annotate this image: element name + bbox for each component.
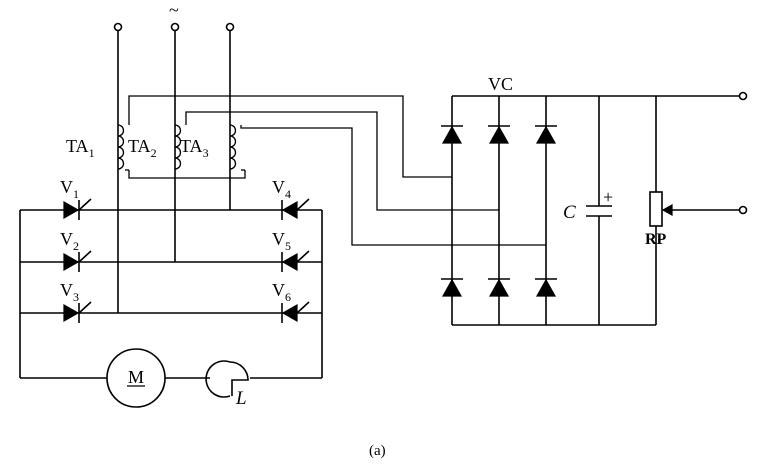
potentiometer [649,96,740,325]
diode-bottom-2 [488,278,510,297]
ta-windings [117,95,546,246]
label-v6: V6 [272,280,291,304]
thyristor-v1 [63,198,92,220]
thyristor-v2 [63,250,92,272]
thyristor-v6 [281,301,310,323]
diode-top-3 [535,125,557,144]
label-vc: VC [488,74,513,94]
diode-bottom-1 [441,278,463,297]
label-ta2: TA2 [128,136,157,160]
ac-symbol: ~ [169,0,179,20]
label-capacitor: C [563,202,576,223]
output-terminal-2 [738,205,748,215]
figure-caption: (a) [369,443,386,459]
diode-bottom-3 [535,278,557,297]
ac-supply-lines [113,22,235,313]
label-ta3: TA3 [180,136,209,160]
output-terminal-1 [738,91,748,101]
diode-top-2 [488,125,510,144]
capacitor [586,96,612,325]
capacitor-polarity: + [603,187,613,207]
thyristor-v4 [281,198,310,220]
label-v2: V2 [60,229,79,253]
diode-top-1 [441,125,463,144]
ac-terminal-1 [113,22,123,32]
label-v3: V3 [60,280,79,304]
label-v4: V4 [272,177,291,201]
thyristor-v5 [281,250,310,272]
ac-terminal-3 [225,22,235,32]
inductor [205,360,249,398]
label-v5: V5 [272,229,291,253]
label-rp: RP [645,231,667,248]
label-v1: V1 [60,177,79,201]
thyristor-bank [19,209,323,379]
inductor-label: L [235,388,247,409]
thyristor-v3 [63,301,92,323]
motor-label: M [128,367,144,387]
label-ta1: TA1 [66,136,95,160]
motor [106,348,166,408]
ac-terminal-2 [170,22,180,32]
